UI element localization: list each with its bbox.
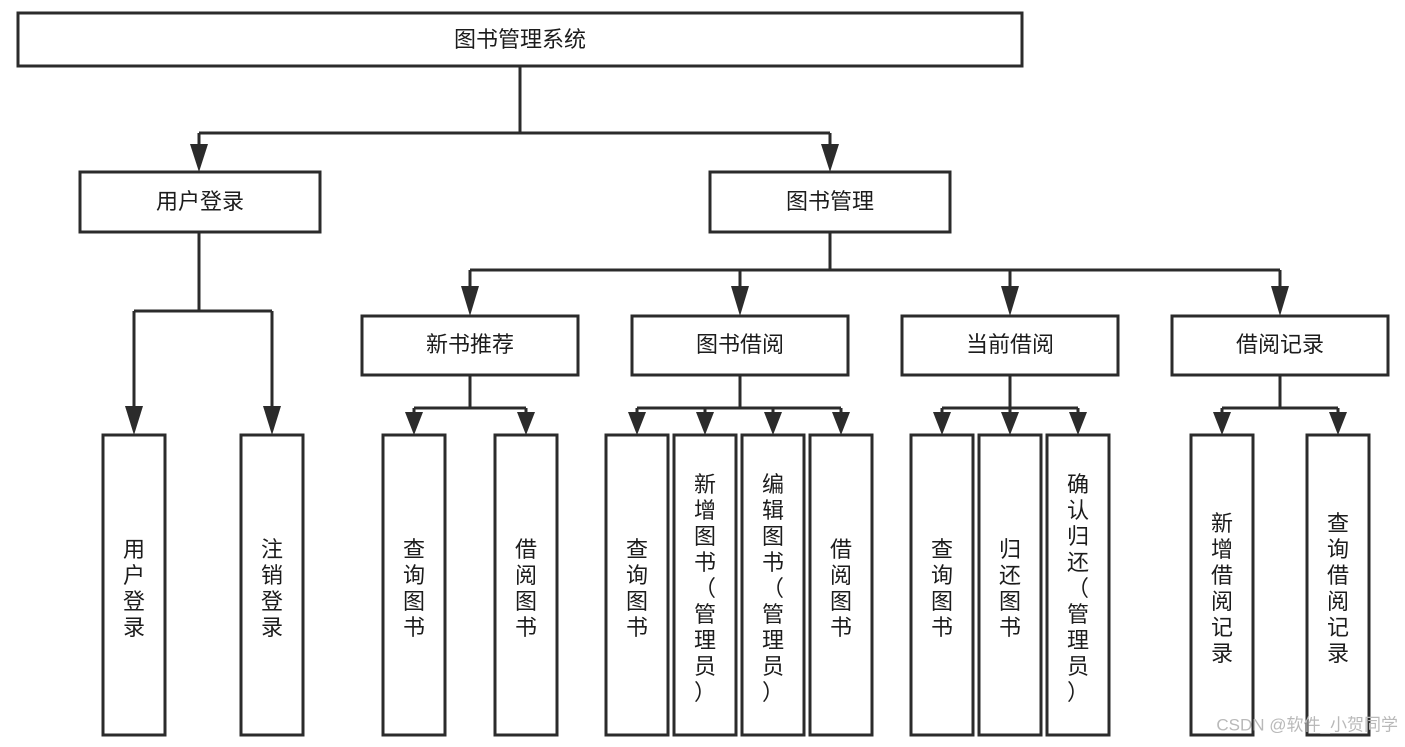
node-leaf-borrow-book-2-box[interactable] bbox=[808, 433, 874, 737]
arrowhead-book-borrow bbox=[731, 286, 749, 316]
node-leaf-user-logout[interactable]: 注销登录 bbox=[239, 433, 305, 737]
node-current-borrow-box[interactable] bbox=[900, 314, 1120, 377]
node-leaf-edit-book-box[interactable] bbox=[740, 433, 806, 737]
node-leaf-add-book-box[interactable] bbox=[672, 433, 738, 737]
node-user-login-label: 用户登录 bbox=[156, 189, 244, 214]
node-leaf-edit-book[interactable]: 编辑图书（管理员） bbox=[740, 433, 806, 737]
node-book-manage-label: 图书管理 bbox=[786, 189, 874, 214]
node-leaf-borrow-book-1-label: 借阅图书 bbox=[515, 537, 537, 640]
arrowhead-borrow-record bbox=[1271, 286, 1289, 316]
node-leaf-add-record-box[interactable] bbox=[1189, 433, 1255, 737]
node-leaf-query-book-3-label: 查询图书 bbox=[931, 537, 953, 640]
node-leaf-query-record-box[interactable] bbox=[1305, 433, 1371, 737]
node-leaf-borrow-book-1-box[interactable] bbox=[493, 433, 559, 737]
arrowhead-leaf-borrow-book-1 bbox=[517, 412, 535, 435]
leaf-layer: 用户登录 注销登录 查询图书 借阅图书 查询图书 新增图书（管理员） bbox=[101, 433, 1371, 737]
node-leaf-user-logout-label: 注销登录 bbox=[261, 537, 283, 640]
node-borrow-record-label: 借阅记录 bbox=[1236, 332, 1324, 357]
node-book-borrow-label: 图书借阅 bbox=[696, 332, 784, 357]
node-leaf-query-book-2[interactable]: 查询图书 bbox=[604, 433, 670, 737]
arrowhead-user-login bbox=[190, 144, 208, 172]
csdn-watermark: CSDN @软件_小贺同学 bbox=[1216, 715, 1398, 734]
arrowhead-current-borrow bbox=[1001, 286, 1019, 316]
node-leaf-add-record-label: 新增借阅记录 bbox=[1211, 511, 1233, 666]
node-leaf-edit-book-label: 编辑图书（管理员） bbox=[762, 472, 784, 705]
arrowhead-leaf-query-record bbox=[1329, 412, 1347, 435]
arrowhead-leaf-query-book-1 bbox=[405, 412, 423, 435]
node-leaf-query-book-3-box[interactable] bbox=[909, 433, 975, 737]
node-leaf-user-login-label: 用户登录 bbox=[123, 537, 145, 640]
arrowhead-leaf-edit-book bbox=[764, 412, 782, 435]
node-current-borrow-label: 当前借阅 bbox=[966, 332, 1054, 357]
arrowhead-leaf-add-book bbox=[696, 412, 714, 435]
node-root-box[interactable] bbox=[16, 11, 1024, 68]
arrowhead-leaf-user-logout bbox=[263, 406, 281, 435]
arrowhead-leaf-query-book-2 bbox=[628, 412, 646, 435]
node-borrow-record[interactable]: 借阅记录 bbox=[1170, 314, 1390, 377]
node-leaf-query-book-1[interactable]: 查询图书 bbox=[381, 433, 447, 737]
node-book-manage[interactable]: 图书管理 bbox=[708, 170, 952, 234]
arrowhead-leaf-query-book-3 bbox=[933, 412, 951, 435]
node-leaf-add-book[interactable]: 新增图书（管理员） bbox=[672, 433, 738, 737]
node-root[interactable]: 图书管理系统 bbox=[16, 11, 1024, 68]
node-leaf-add-record[interactable]: 新增借阅记录 bbox=[1189, 433, 1255, 737]
node-leaf-query-book-1-label: 查询图书 bbox=[403, 537, 425, 640]
arrowhead-leaf-borrow-book-2 bbox=[832, 412, 850, 435]
node-leaf-query-record-label: 查询借阅记录 bbox=[1327, 511, 1349, 666]
node-book-borrow-box[interactable] bbox=[630, 314, 850, 377]
arrowhead-leaf-add-record bbox=[1213, 412, 1231, 435]
arrowhead-leaf-confirm-return bbox=[1069, 412, 1087, 435]
node-user-login[interactable]: 用户登录 bbox=[78, 170, 322, 234]
arrowhead-leaf-user-login bbox=[125, 406, 143, 435]
node-leaf-user-login[interactable]: 用户登录 bbox=[101, 433, 167, 737]
node-leaf-confirm-return-box[interactable] bbox=[1045, 433, 1111, 737]
node-leaf-confirm-return[interactable]: 确认归还（管理员） bbox=[1045, 433, 1111, 737]
node-leaf-return-book[interactable]: 归还图书 bbox=[977, 433, 1043, 737]
arrowhead-book-manage bbox=[821, 144, 839, 172]
node-leaf-user-logout-box[interactable] bbox=[239, 433, 305, 737]
node-leaf-borrow-book-1[interactable]: 借阅图书 bbox=[493, 433, 559, 737]
node-leaf-query-record[interactable]: 查询借阅记录 bbox=[1305, 433, 1371, 737]
node-borrow-record-box[interactable] bbox=[1170, 314, 1390, 377]
node-book-borrow[interactable]: 图书借阅 bbox=[630, 314, 850, 377]
node-leaf-return-book-box[interactable] bbox=[977, 433, 1043, 737]
node-root-label: 图书管理系统 bbox=[454, 27, 586, 52]
node-leaf-query-book-2-box[interactable] bbox=[604, 433, 670, 737]
arrowhead-new-book-recommend bbox=[461, 286, 479, 316]
node-leaf-add-book-label: 新增图书（管理员） bbox=[694, 472, 716, 705]
connector-layer bbox=[125, 66, 1347, 435]
node-leaf-confirm-return-label: 确认归还（管理员） bbox=[1067, 472, 1089, 705]
arrowhead-leaf-return-book bbox=[1001, 412, 1019, 435]
node-new-book-recommend-label: 新书推荐 bbox=[426, 332, 514, 357]
node-current-borrow[interactable]: 当前借阅 bbox=[900, 314, 1120, 377]
node-leaf-borrow-book-2[interactable]: 借阅图书 bbox=[808, 433, 874, 737]
node-user-login-box[interactable] bbox=[78, 170, 322, 234]
node-new-book-recommend[interactable]: 新书推荐 bbox=[360, 314, 580, 377]
node-leaf-query-book-3[interactable]: 查询图书 bbox=[909, 433, 975, 737]
node-book-manage-box[interactable] bbox=[708, 170, 952, 234]
node-leaf-query-book-1-box[interactable] bbox=[381, 433, 447, 737]
node-leaf-borrow-book-2-label: 借阅图书 bbox=[830, 537, 852, 640]
node-leaf-user-login-box[interactable] bbox=[101, 433, 167, 737]
node-leaf-return-book-label: 归还图书 bbox=[999, 537, 1021, 640]
node-new-book-recommend-box[interactable] bbox=[360, 314, 580, 377]
node-leaf-query-book-2-label: 查询图书 bbox=[626, 537, 648, 640]
